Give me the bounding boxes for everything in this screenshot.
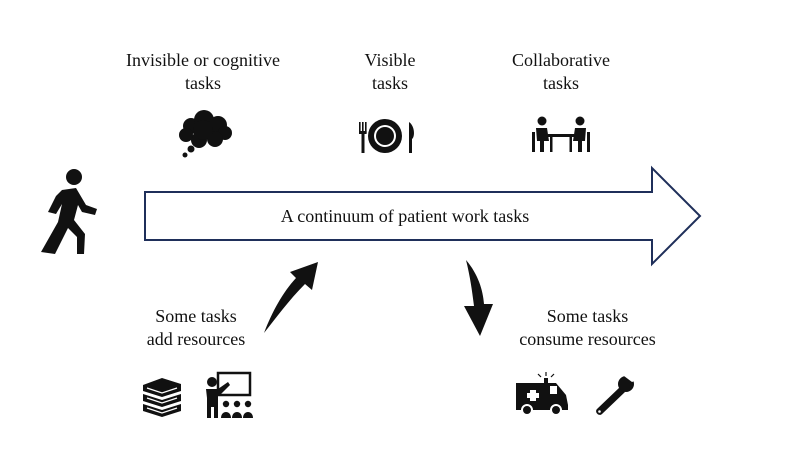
wrench-icon <box>596 372 637 415</box>
add-resources-arrow <box>264 262 318 333</box>
visible-tasks-label: Visible tasks <box>340 49 440 95</box>
collaborative-tasks-line-1: Collaborative <box>512 50 610 70</box>
walking-person-icon <box>41 169 97 254</box>
consume-resources-label: Some tasks consume resources <box>505 305 670 351</box>
thought-bubble-icon <box>179 110 232 158</box>
continuum-arrow <box>144 165 702 267</box>
continuum-label: A continuum of patient work tasks <box>280 206 530 226</box>
consume-resources-line-1: Some tasks <box>546 306 629 326</box>
visible-tasks-line-1: Visible <box>364 50 416 70</box>
books-icon <box>143 378 181 417</box>
collaborative-tasks-label: Collaborative tasks <box>496 49 626 95</box>
add-resources-line-1: Some tasks <box>155 306 237 326</box>
collaborative-tasks-line-2: tasks <box>543 73 579 93</box>
add-resources-label: Some tasks add resources <box>136 305 256 351</box>
plate-fork-knife-icon <box>359 119 414 153</box>
consume-resources-arrow <box>464 260 493 336</box>
invisible-tasks-label: Invisible or cognitive tasks <box>113 49 293 95</box>
add-resources-line-2: add resources <box>146 329 246 349</box>
teacher-class-icon <box>206 371 253 418</box>
invisible-tasks-line-2: tasks <box>185 73 221 93</box>
ambulance-icon <box>516 372 568 416</box>
consume-resources-line-2: consume resources <box>519 329 656 349</box>
invisible-tasks-line-1: Invisible or cognitive <box>126 50 280 70</box>
meeting-table-icon <box>532 116 590 152</box>
visible-tasks-line-2: tasks <box>372 73 408 93</box>
